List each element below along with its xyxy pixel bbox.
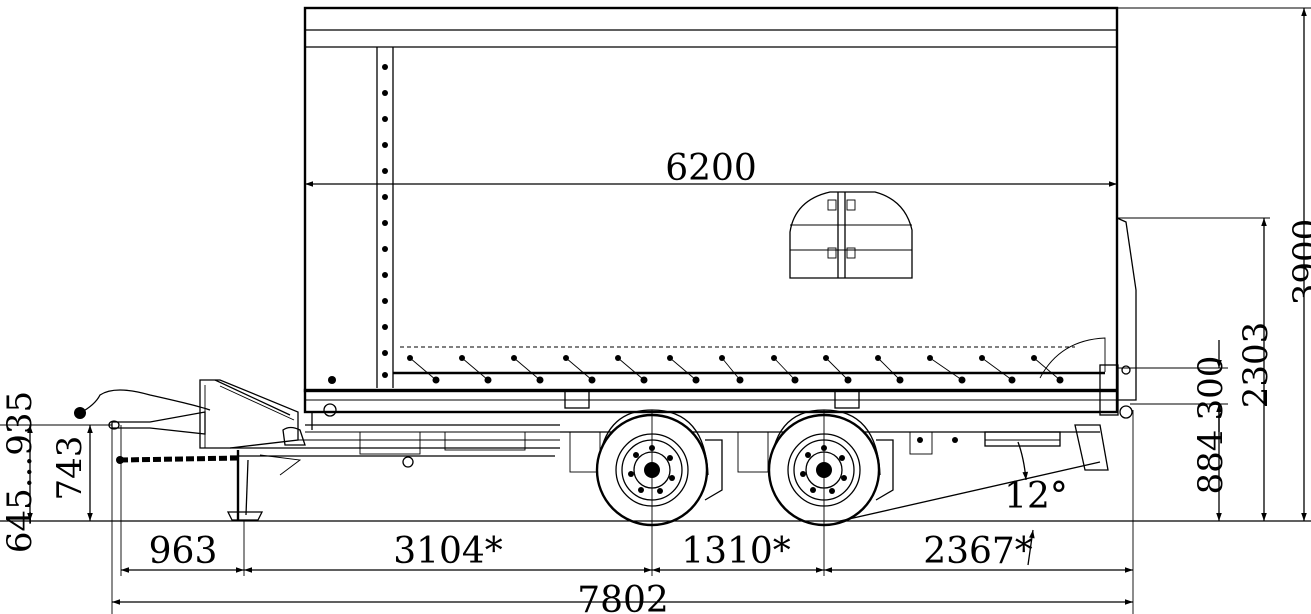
dim-side-board: 300 [1191,356,1231,421]
curtain-buckles [382,64,388,378]
dim-frame-height: 884 [1191,430,1231,495]
dim-total-height: 3900 [1286,219,1311,306]
dim-coupling-range: 645...935 [0,391,40,553]
dim-departure-angle: 12° [1004,476,1068,517]
dim-axle-spacing: 1310* [681,531,791,572]
dim-coupling-height: 743 [50,436,90,501]
dim-rear-overhang: 2367* [923,531,1033,572]
curtain-straps [407,355,1064,384]
dim-platform-height: 2303 [1236,322,1276,409]
cargo-body [305,8,1136,400]
dim-total-length: 7802 [577,580,669,614]
dim-front-overhang: 963 [149,531,218,572]
dim-wheelbase: 3104* [393,531,503,572]
front-axle-wheel [597,410,708,525]
body-window [790,192,912,278]
rear-axle-wheel [769,410,880,525]
dim-body-length: 6200 [665,148,757,189]
